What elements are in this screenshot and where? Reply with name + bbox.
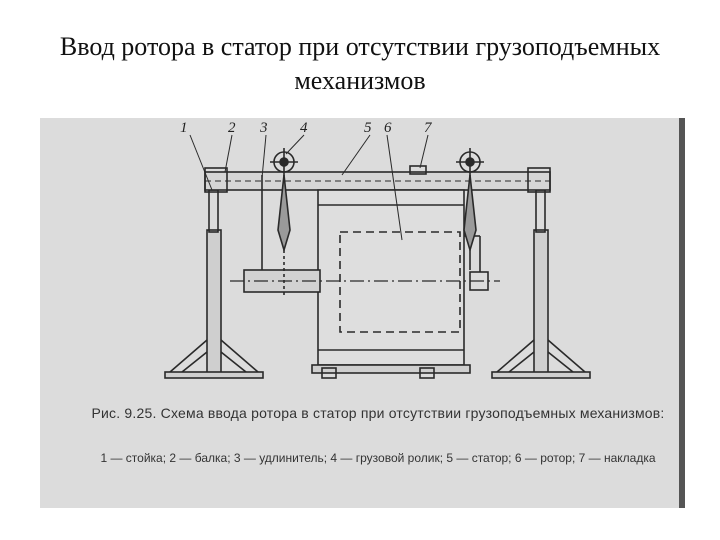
label-6: 6 <box>384 120 392 136</box>
rotor-shaft <box>230 175 500 293</box>
stator <box>311 189 471 379</box>
label-4: 4 <box>300 120 308 136</box>
slide-title: Ввод ротора в статор при отсутствии груз… <box>59 32 661 95</box>
figure-legend: 1 — стойка; 2 — балка; 3 — удлинитель; 4… <box>100 451 656 465</box>
label-3: 3 <box>260 120 268 136</box>
right-load-roller <box>456 148 484 270</box>
label-leaders <box>189 134 429 241</box>
left-load-roller <box>270 148 298 298</box>
beam <box>204 165 551 193</box>
label-2: 2 <box>228 120 236 136</box>
figure-caption: Рис. 9.25. Схема ввода ротора в статор п… <box>91 405 665 421</box>
label-7: 7 <box>424 120 432 136</box>
left-stand <box>164 189 264 379</box>
label-5: 5 <box>364 120 372 136</box>
right-stand <box>491 189 591 379</box>
label-1: 1 <box>180 120 188 136</box>
scan-edge <box>679 118 685 508</box>
